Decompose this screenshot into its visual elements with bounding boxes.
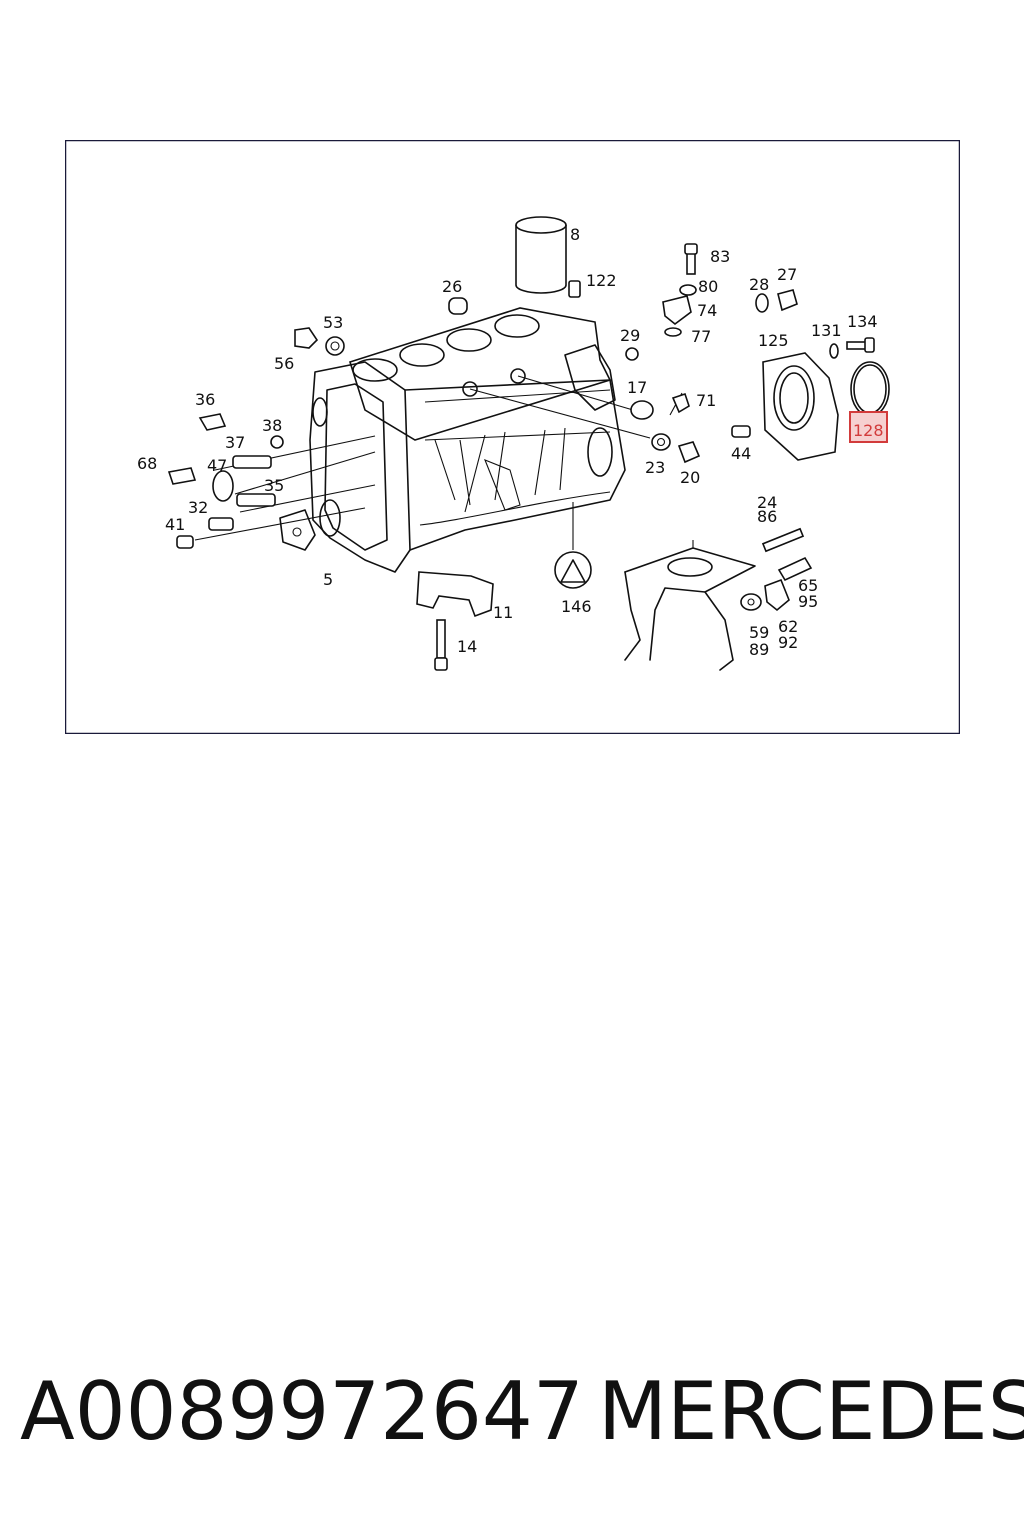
sub-drawing-block-corner — [624, 540, 756, 671]
callout-14: 14 — [457, 637, 477, 656]
part-nozzle-74 — [662, 295, 692, 326]
callout-26: 26 — [442, 277, 462, 296]
part-stud-65 — [777, 556, 813, 582]
part-dowel-44 — [731, 425, 751, 438]
part-plug-71 — [671, 392, 690, 414]
callout-68: 68 — [137, 454, 157, 473]
part-pin-35 — [236, 493, 276, 507]
callout-65: 65 — [798, 576, 818, 595]
callout-41: 41 — [165, 515, 185, 534]
callout-53: 53 — [323, 313, 343, 332]
engine-block — [279, 307, 626, 573]
part-number-text: A0089972647 — [20, 1365, 584, 1458]
callout-37: 37 — [225, 433, 245, 452]
part-ball-29 — [625, 347, 639, 361]
callout-28: 28 — [749, 275, 769, 294]
diagram-svg: 8 122 83 80 74 77 28 27 26 53 56 29 125 … — [65, 140, 960, 734]
callout-83: 83 — [710, 247, 730, 266]
part-cylinder-liner — [515, 216, 567, 294]
part-seal-ring-128 — [850, 361, 890, 417]
part-bolt-83 — [684, 243, 698, 275]
callout-35: 35 — [264, 476, 284, 495]
callout-29: 29 — [620, 326, 640, 345]
part-plug-56 — [294, 327, 319, 349]
callout-89: 89 — [749, 640, 769, 659]
callout-17: 17 — [627, 378, 647, 397]
part-plug-47 — [212, 470, 234, 502]
callout-77: 77 — [691, 327, 711, 346]
part-washer-28 — [755, 293, 769, 313]
callout-23: 23 — [645, 458, 665, 477]
callout-92: 92 — [778, 633, 798, 652]
part-ring-77 — [664, 327, 682, 337]
callout-80: 80 — [698, 277, 718, 296]
callout-27: 27 — [777, 265, 797, 284]
diagram-border — [65, 140, 960, 734]
part-plug-26 — [448, 297, 468, 315]
callout-146: 146 — [561, 597, 592, 616]
brand-text: MERCEDES — [598, 1365, 1024, 1458]
callout-128: 128 — [853, 421, 884, 440]
part-plug-41 — [176, 535, 194, 549]
part-bolt-14 — [434, 619, 448, 671]
callout-125: 125 — [758, 331, 789, 350]
part-plug-27 — [777, 289, 798, 312]
callout-86: 86 — [757, 507, 777, 526]
part-plug-20 — [677, 441, 701, 464]
exploded-parts-diagram: 8 122 83 80 74 77 28 27 26 53 56 29 125 … — [65, 140, 960, 734]
highlight-box-128 — [849, 411, 888, 443]
callout-8: 8 — [570, 225, 580, 244]
callout-71: 71 — [696, 391, 716, 410]
part-cover-146 — [554, 551, 592, 589]
callout-24: 24 — [757, 493, 777, 512]
callout-56: 56 — [274, 354, 294, 373]
part-bolt-134 — [846, 337, 875, 353]
callout-122: 122 — [586, 271, 617, 290]
part-stud-24 — [761, 527, 805, 553]
callout-74: 74 — [697, 301, 717, 320]
callout-11: 11 — [493, 603, 513, 622]
part-bolt-68 — [167, 467, 197, 485]
part-washer-131 — [829, 343, 839, 359]
part-rear-cover-125 — [762, 352, 839, 461]
callout-47: 47 — [207, 456, 227, 475]
callout-32: 32 — [188, 498, 208, 517]
callout-95: 95 — [798, 592, 818, 611]
callout-44: 44 — [731, 444, 751, 463]
callout-20: 20 — [680, 468, 700, 487]
callout-36: 36 — [195, 390, 215, 409]
part-bearing-cap-11 — [416, 571, 494, 618]
callout-62: 62 — [778, 617, 798, 636]
part-pin-32 — [208, 517, 234, 531]
callout-5: 5 — [323, 570, 333, 589]
callout-59: 59 — [749, 623, 769, 642]
part-ball-38 — [270, 435, 284, 449]
callout-134: 134 — [847, 312, 878, 331]
part-flange-62 — [764, 578, 790, 612]
part-plug-17 — [630, 400, 654, 420]
part-flange-59 — [740, 593, 762, 611]
part-washer-80 — [679, 284, 697, 296]
part-plug-36 — [198, 413, 227, 431]
callout-labels: 8 122 83 80 74 77 28 27 26 53 56 29 125 … — [137, 225, 888, 659]
part-washer-53 — [325, 336, 345, 356]
callout-131: 131 — [811, 321, 842, 340]
part-pin-37 — [232, 455, 272, 469]
part-dowel-122 — [568, 280, 581, 298]
callout-38: 38 — [262, 416, 282, 435]
part-washer-23 — [651, 433, 671, 451]
